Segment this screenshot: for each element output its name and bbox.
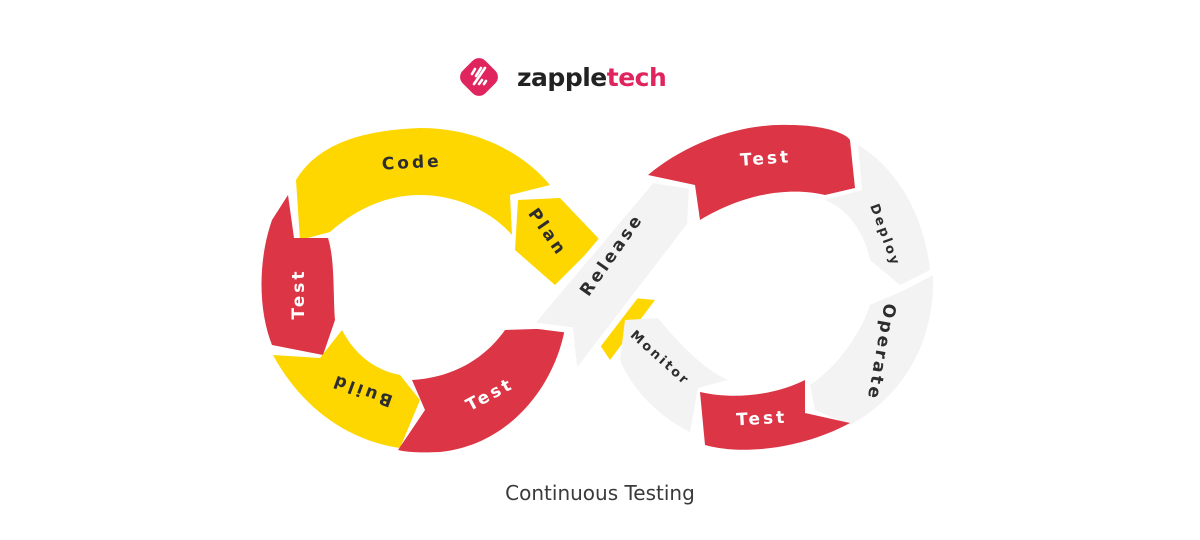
segment-build xyxy=(273,330,420,448)
segment-test-top xyxy=(648,124,855,220)
segment-code xyxy=(296,128,550,240)
label-code: Code xyxy=(381,151,442,174)
label-test-top: Test xyxy=(739,147,791,171)
segment-operate xyxy=(810,275,934,425)
segment-test-left xyxy=(261,195,335,355)
segment-monitor xyxy=(620,318,728,432)
brand-logo: zappletech xyxy=(457,55,667,99)
brand-name-part2: tech xyxy=(606,62,667,92)
segment-release xyxy=(524,176,696,383)
segment-deploy xyxy=(825,145,930,285)
segment-test-bottom xyxy=(398,328,565,453)
left-loop xyxy=(261,128,655,453)
segment-test-right-bottom xyxy=(700,380,850,450)
brand-name-part1: zapple xyxy=(517,62,607,92)
label-test-right-bottom: Test xyxy=(736,408,788,431)
label-test-left: Test xyxy=(289,268,309,319)
segment-plan xyxy=(515,198,600,285)
right-loop xyxy=(620,124,934,450)
brand-wordmark: zappletech xyxy=(517,62,667,92)
zappletech-logo-icon xyxy=(460,58,498,96)
diagram-caption: Continuous Testing xyxy=(505,481,695,505)
